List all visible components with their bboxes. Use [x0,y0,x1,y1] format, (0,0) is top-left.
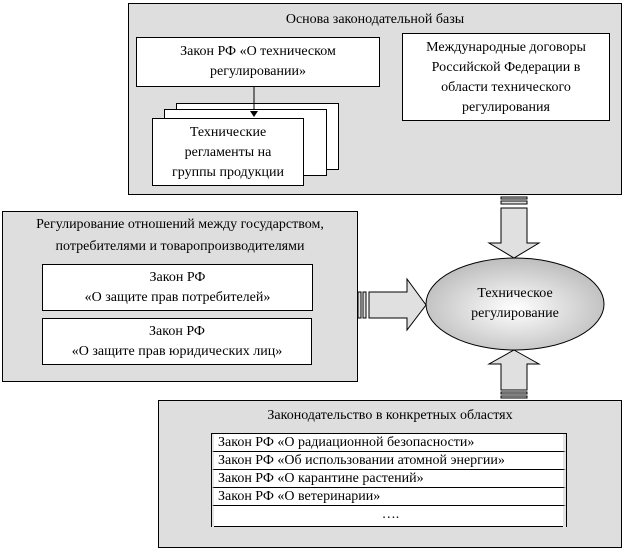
international-treaties-line2: Российской Федерации в [431,60,581,75]
list-item: Закон РФ «Об использовании атомной энерг… [212,452,566,470]
legislative-base-title: Основа законодательной базы [285,12,465,27]
consumer-rights-law-line1: Закон РФ [149,270,206,285]
law-to-regulations-arrowhead [250,111,258,117]
technical-regulations-line3: группы продукции [172,165,284,180]
relations-regulation-title-line2: потребителями и товаропроизводителями [55,239,305,254]
international-treaties-line3: области технического [441,80,571,95]
specific-laws-list: Закон РФ «О радиационной безопасности» З… [211,433,567,528]
international-treaties-box: Международные договоры Российской Федера… [402,33,610,121]
international-treaties-line1: Международные договоры [426,40,586,55]
legal-entities-law-box: Закон РФ «О защите прав юридических лиц» [42,318,312,365]
tech-regulation-law-box: Закон РФ «О техническом регулировании» [136,37,380,87]
up-arrow-icon [487,349,541,399]
technical-regulation-line2: регулирование [471,306,559,321]
down-arrow-icon [487,196,541,259]
tech-regulation-law-line1: Закон РФ «О техническом [180,44,336,59]
technical-regulations-line2: регламенты на [184,145,272,160]
list-item: Закон РФ «О карантине растений» [212,470,566,488]
consumer-rights-law-box: Закон РФ «О защите прав потребителей» [42,264,313,311]
technical-regulations-box: Технические регламенты на группы продукц… [152,118,304,186]
relations-regulation-title-line1: Регулирование отношений между государств… [36,217,324,232]
specific-areas-panel: Законодательство в конкретных областях З… [158,400,622,548]
legal-entities-law-line2: «О защите прав юридических лиц» [71,344,283,359]
list-item: Закон РФ «О ветеринарии» [212,488,566,506]
legal-entities-law-line1: Закон РФ [149,324,205,339]
technical-regulations-line1: Технические [189,125,267,140]
tech-regulation-law-line2: регулировании» [210,64,306,79]
technical-regulation-line1: Техническое [477,286,553,301]
specific-areas-title: Законодательство в конкретных областях [267,408,513,423]
technical-regulation-label: Техническое регулирование [430,284,600,324]
list-item-ellipsis: …. [212,506,566,528]
list-item: Закон РФ «О радиационной безопасности» [212,434,566,452]
technical-regulation-ellipse [425,257,605,351]
relations-regulation-panel: Регулирование отношений между государств… [2,211,358,382]
international-treaties-line4: регулирования [462,100,550,115]
legislative-base-panel: Основа законодательной базы Закон РФ «О … [128,3,622,195]
consumer-rights-law-line2: «О защите прав потребителей» [84,290,271,305]
right-arrow-icon [357,277,427,332]
